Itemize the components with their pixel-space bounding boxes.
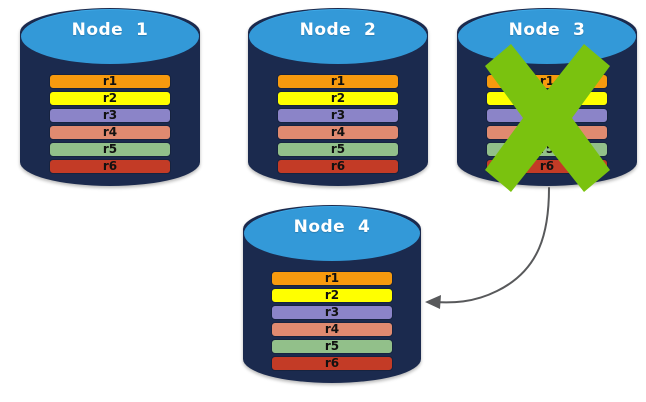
data-row: r1 xyxy=(48,74,172,89)
data-row: r6 xyxy=(485,159,609,174)
data-row: r2 xyxy=(485,91,609,106)
data-row-label: r2 xyxy=(102,91,118,105)
data-row: r4 xyxy=(48,125,172,140)
data-row-label: r4 xyxy=(330,125,346,139)
data-row-label: r4 xyxy=(102,125,118,139)
data-row: r2 xyxy=(276,91,400,106)
cylinder-top-ellipse xyxy=(21,9,199,64)
data-row: r2 xyxy=(48,91,172,106)
data-row-label: r1 xyxy=(539,74,555,88)
data-row: r6 xyxy=(48,159,172,174)
data-row: r2 xyxy=(271,288,393,303)
data-row-label: r4 xyxy=(324,322,340,336)
data-row-label: r6 xyxy=(324,356,340,370)
node-cylinder-4[interactable]: Node 4 r1 r2 r3 r4 r5 r6 xyxy=(243,205,421,383)
data-row-label: r6 xyxy=(539,159,555,173)
node-cylinder-3[interactable]: Node 3 r1 r2 r3 r4 r5 r6 xyxy=(457,8,637,186)
data-row-label: r2 xyxy=(539,91,555,105)
data-row: r3 xyxy=(271,305,393,320)
data-row: r6 xyxy=(276,159,400,174)
node-rows-2: r1 r2 r3 r4 r5 r6 xyxy=(248,74,428,174)
node-title-1: Node 1 xyxy=(71,20,149,40)
data-row: r3 xyxy=(276,108,400,123)
data-row-label: r5 xyxy=(102,142,118,156)
node-rows-3: r1 r2 r3 r4 r5 r6 xyxy=(457,74,637,174)
data-row: r1 xyxy=(485,74,609,89)
node-rows-4: r1 r2 r3 r4 r5 r6 xyxy=(243,271,421,371)
data-row-label: r6 xyxy=(102,159,118,173)
data-row-label: r1 xyxy=(330,74,346,88)
data-row: r4 xyxy=(276,125,400,140)
data-row: r5 xyxy=(271,339,393,354)
node-title-4: Node 4 xyxy=(293,217,371,237)
data-row-label: r2 xyxy=(330,91,346,105)
data-row: r5 xyxy=(48,142,172,157)
node-cylinder-1[interactable]: Node 1 r1 r2 r3 r4 r5 r6 xyxy=(20,8,200,186)
data-row: r6 xyxy=(271,356,393,371)
node-rows-1: r1 r2 r3 r4 r5 r6 xyxy=(20,74,200,174)
data-row-label: r5 xyxy=(539,142,555,156)
data-row-label: r6 xyxy=(330,159,346,173)
data-row-label: r3 xyxy=(102,108,118,122)
node-title-3: Node 3 xyxy=(508,20,586,40)
data-row-label: r5 xyxy=(324,339,340,353)
data-row-label: r5 xyxy=(330,142,346,156)
data-row-label: r3 xyxy=(539,108,555,122)
data-row-label: r3 xyxy=(324,305,340,319)
data-row: r3 xyxy=(48,108,172,123)
data-row: r5 xyxy=(276,142,400,157)
data-row-label: r3 xyxy=(330,108,346,122)
data-row: r4 xyxy=(485,125,609,140)
data-row-label: r2 xyxy=(324,288,340,302)
data-row: r1 xyxy=(276,74,400,89)
data-row-label: r1 xyxy=(102,74,118,88)
cylinder-top-ellipse xyxy=(249,9,427,64)
data-row-label: r1 xyxy=(324,271,340,285)
node-cylinder-2[interactable]: Node 2 r1 r2 r3 r4 r5 r6 xyxy=(248,8,428,186)
data-row: r3 xyxy=(485,108,609,123)
data-row: r5 xyxy=(485,142,609,157)
data-row: r1 xyxy=(271,271,393,286)
node-title-2: Node 2 xyxy=(299,20,377,40)
data-row-label: r4 xyxy=(539,125,555,139)
data-row: r4 xyxy=(271,322,393,337)
cylinder-top-ellipse xyxy=(244,206,420,261)
